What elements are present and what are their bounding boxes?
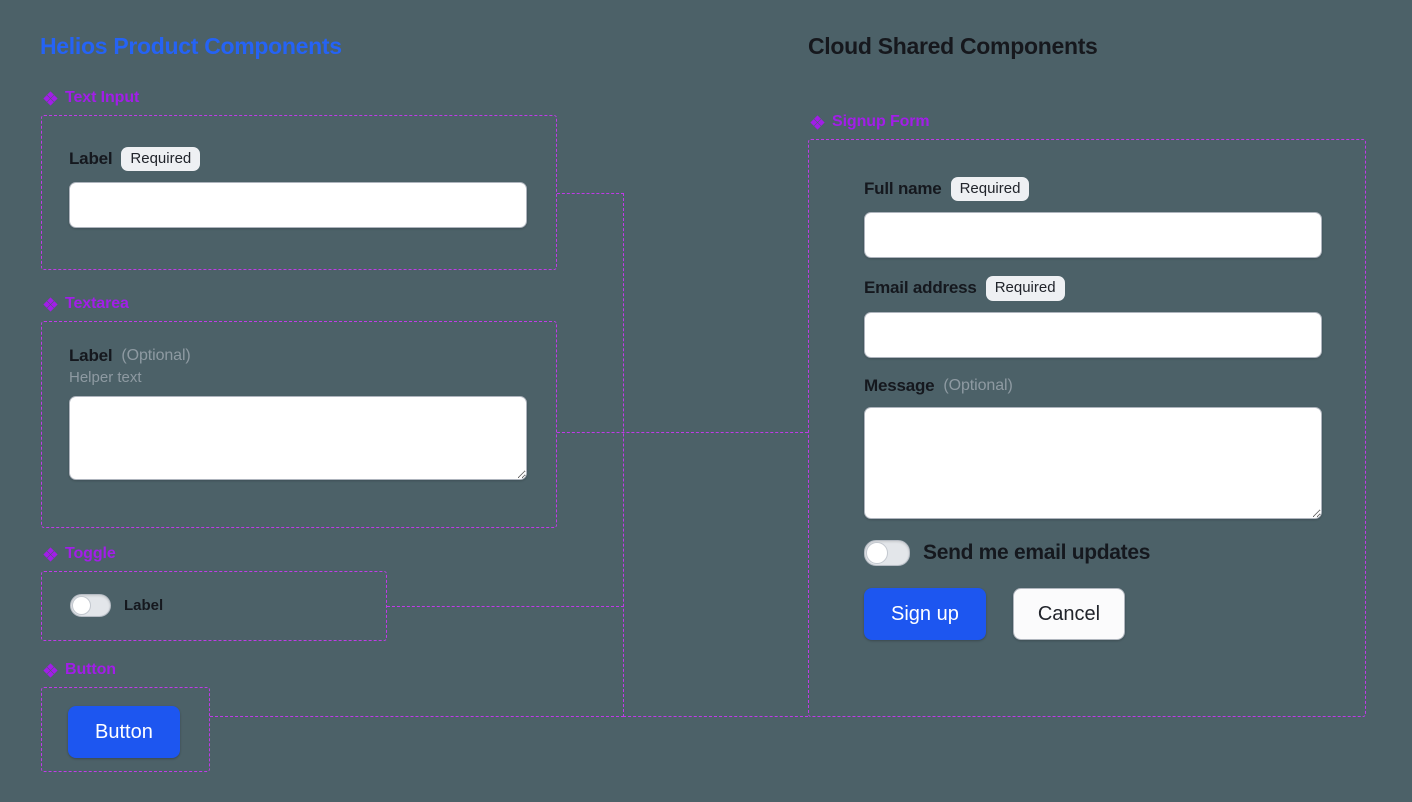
required-badge: Required — [985, 276, 1065, 301]
message-label-row: Message (Optional) — [864, 376, 1322, 396]
section-header-signup-form: Signup Form — [810, 113, 930, 131]
required-badge: Required — [121, 147, 201, 172]
section-label: Text Input — [65, 89, 140, 106]
diamond-cluster-icon — [43, 90, 58, 106]
textarea-label: Label — [69, 346, 113, 365]
form-actions: Sign up Cancel — [864, 587, 1322, 640]
textarea-label-row: Label (Optional) — [69, 346, 527, 366]
email-updates-label: Send me email updates — [923, 540, 1151, 564]
field-full-name: Full name Required — [864, 177, 1322, 259]
section-header-text-input: Text Input — [43, 89, 139, 107]
connector-text-input-to-trunk — [557, 193, 624, 194]
optional-tag: (Optional) — [943, 376, 1013, 394]
cancel-button[interactable]: Cancel — [1012, 587, 1126, 640]
field-email-address: Email address Required — [864, 276, 1322, 358]
toggle-row: Label — [70, 594, 163, 617]
email-label: Email address — [864, 278, 977, 298]
field-message: Message (Optional) — [864, 376, 1322, 519]
section-label: Button — [65, 661, 116, 678]
toggle-label: Label — [124, 597, 164, 614]
toggle-switch[interactable] — [70, 594, 111, 617]
section-label: Toggle — [65, 545, 116, 562]
toggle-knob — [72, 596, 91, 615]
required-badge: Required — [950, 177, 1030, 202]
email-updates-toggle-row: Send me email updates — [864, 539, 1322, 566]
section-label: Signup Form — [832, 113, 930, 130]
email-updates-toggle[interactable] — [864, 539, 910, 566]
message-label: Message — [864, 375, 935, 395]
component-box-signup-form: Full name Required Email address Require… — [808, 139, 1366, 717]
text-input-field[interactable] — [69, 182, 527, 229]
email-label-row: Email address Required — [864, 276, 1322, 301]
text-input-label-row: Label Required — [69, 147, 527, 172]
component-box-textarea: Label (Optional) Helper text — [41, 321, 557, 528]
full-name-input[interactable] — [864, 212, 1322, 259]
text-input-label: Label — [69, 149, 113, 169]
section-header-button: Button — [43, 661, 116, 679]
full-name-label: Full name — [864, 179, 942, 199]
email-input[interactable] — [864, 311, 1322, 358]
message-textarea[interactable] — [864, 406, 1322, 519]
toggle-knob — [866, 541, 888, 564]
sign-up-button[interactable]: Sign up — [864, 587, 986, 640]
diamond-cluster-icon — [43, 662, 58, 678]
component-box-button: Button — [41, 687, 210, 772]
textarea-field[interactable] — [69, 396, 527, 480]
optional-tag: (Optional) — [121, 347, 191, 364]
diamond-cluster-icon — [810, 114, 825, 130]
textarea-helper-text: Helper text — [69, 369, 142, 386]
connector-trunk-to-signup-bottom — [623, 716, 808, 717]
diamond-cluster-icon — [43, 546, 58, 562]
connector-textarea-to-signup — [557, 432, 808, 433]
connector-toggle-to-trunk — [387, 606, 624, 607]
right-panel-title: Cloud Shared Components — [808, 33, 1098, 59]
connector-button-to-trunk — [210, 716, 624, 717]
full-name-label-row: Full name Required — [864, 177, 1322, 202]
diamond-cluster-icon — [43, 296, 58, 312]
section-label: Textarea — [65, 295, 129, 312]
connector-vertical-trunk — [623, 193, 624, 717]
component-box-text-input: Label Required — [41, 115, 557, 270]
left-panel-title: Helios Product Components — [40, 33, 342, 59]
component-box-toggle: Label — [41, 571, 387, 641]
section-header-textarea: Textarea — [43, 295, 129, 313]
demo-button[interactable]: Button — [68, 706, 180, 758]
section-header-toggle: Toggle — [43, 545, 116, 563]
